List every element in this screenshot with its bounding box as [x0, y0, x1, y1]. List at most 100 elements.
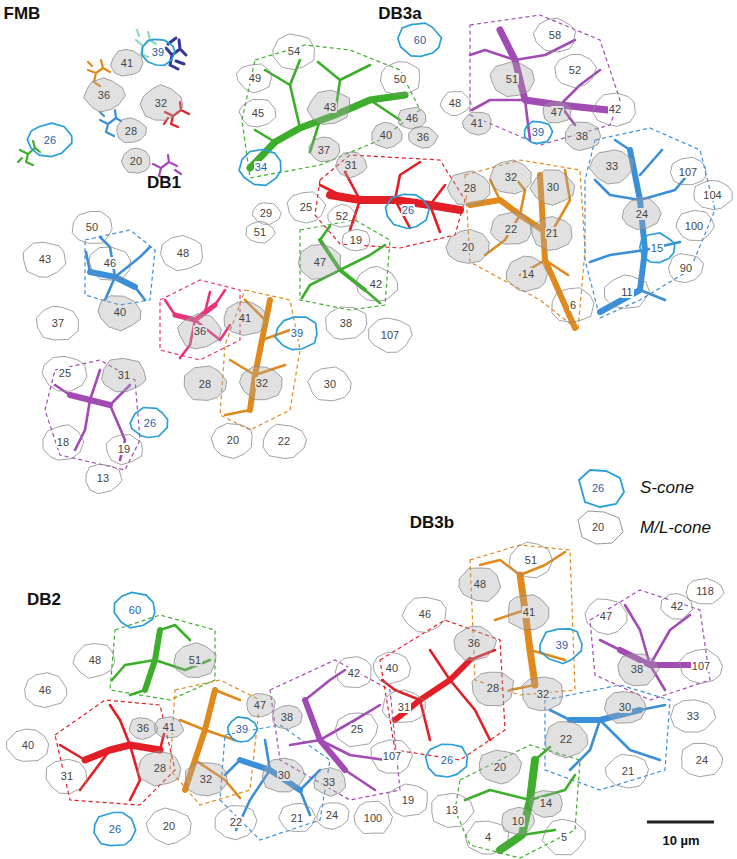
ml-cone-pedicle: 21	[603, 751, 652, 791]
cone-number: 28	[198, 378, 212, 390]
cone-outline-path	[215, 805, 257, 839]
cone-label-box: 6	[569, 299, 577, 311]
scale-bar-label: 10 µm	[662, 833, 699, 849]
cone-outline-path	[676, 211, 714, 241]
cone-outline-path	[43, 424, 84, 459]
cone-number: 46	[405, 112, 419, 124]
cone-label-box: 32	[255, 377, 269, 389]
cone-label-box: 51	[188, 654, 202, 666]
cone-outline-path	[466, 821, 510, 854]
cone-outline-path	[640, 233, 675, 263]
dendritic-field-hull	[455, 745, 580, 858]
cone-number: 47	[599, 610, 613, 622]
cone-number: 21	[621, 765, 635, 777]
cone-number: 38	[575, 130, 589, 142]
cone-label-box: 36	[467, 637, 481, 649]
cone-label-box: 60	[128, 604, 142, 616]
s-cone-pedicle: 26	[422, 740, 471, 780]
dendritic-field-hull	[470, 15, 620, 145]
ml-cone-pedicle: 47	[581, 596, 630, 636]
ml-cone-pedicle: 38	[562, 119, 603, 152]
cone-outline-path	[432, 793, 474, 827]
cone-outline-path	[37, 306, 79, 340]
ml-cone-pedicle: 22	[487, 209, 535, 249]
cone-label-box: 90	[679, 262, 693, 274]
cone-outline-path	[507, 256, 548, 292]
cone-label-box: 31	[397, 701, 411, 713]
cone-number: 34	[254, 161, 268, 173]
cone-number: 48	[176, 247, 190, 259]
ml-cone-pedicle: 32	[137, 83, 185, 123]
cone-label-box: 24	[695, 754, 709, 766]
cone-number: 41	[238, 312, 252, 324]
dendrite-branch	[165, 290, 230, 358]
cone-label-box: 20	[129, 155, 143, 167]
cone-outline-path	[459, 568, 501, 602]
cone-number: 51	[524, 554, 538, 566]
cone-label-box: 38	[630, 663, 644, 675]
ml-cone-pedicle: 30	[259, 755, 308, 795]
cone-number: 26	[143, 417, 157, 429]
ml-cone-pedicle: 32	[181, 759, 230, 799]
cone-label-box: 4	[484, 831, 492, 843]
ml-cone-pedicle: 50	[376, 59, 424, 98]
cone-label-box: 48	[176, 247, 190, 259]
ml-cone-pedicle: 10	[498, 805, 537, 837]
cone-label-box: 33	[605, 160, 619, 172]
cone-outline-path	[161, 235, 203, 270]
cone-number: 25	[58, 367, 72, 379]
s-cone-pedicle: 39	[521, 119, 555, 146]
cone-outline-path	[374, 653, 411, 685]
cone-label-box: 19	[117, 443, 131, 455]
ml-cone-pedicle: 36	[406, 124, 440, 150]
cone-outline-path	[317, 803, 349, 829]
cone-label-box: 52	[335, 210, 349, 222]
cone-number: 40	[113, 306, 127, 318]
cone-outline-path	[140, 85, 183, 121]
cone-label-box: 118	[695, 585, 715, 597]
dendritic-field-hull	[585, 128, 715, 318]
db3b-blue-arbor	[545, 685, 670, 790]
ml-cone-pedicle: 36	[449, 623, 498, 663]
cone-number: 47	[313, 256, 327, 268]
ml-cone-pedicle: 48	[158, 233, 207, 273]
ml-cone-pedicle: 4	[463, 817, 512, 857]
cone-outline-path	[326, 307, 367, 339]
cone-label-box: 60	[413, 34, 427, 46]
cone-outline-path	[530, 170, 575, 205]
cone-outline-path	[142, 39, 175, 65]
cone-number: 32	[154, 97, 168, 109]
ml-cone-pedicle: 20	[118, 146, 154, 175]
cone-label-box: 41	[120, 57, 134, 69]
dendritic-field-hull	[380, 620, 505, 760]
cone-label-box: 107	[382, 750, 402, 762]
dendrite-branch	[600, 605, 690, 690]
cone-outline-path	[585, 599, 627, 635]
cone-outline-path	[42, 356, 87, 391]
cone-number: 50	[393, 73, 407, 85]
cone-number: 26	[108, 823, 122, 835]
cone-label-box: 22	[277, 435, 291, 447]
cone-number: 13	[96, 472, 110, 484]
ml-cone-pedicle: 40	[369, 649, 414, 686]
cone-outline-path	[186, 762, 228, 795]
ml-cone-pedicle: 40	[3, 725, 52, 765]
cone-outline-path	[356, 266, 398, 301]
ml-cone-pedicle: 13	[82, 461, 124, 496]
cone-label-box: 37	[51, 317, 65, 329]
ml-cone-pedicle: 48	[455, 564, 504, 604]
ml-cone-pedicle: 42	[331, 654, 376, 691]
cone-outline-path	[426, 744, 468, 777]
cone-outline-path	[382, 690, 425, 723]
cone-outline-path	[398, 107, 426, 129]
ml-cone-pedicle: 36	[175, 311, 224, 351]
ml-cone-pedicle: 25	[284, 189, 328, 225]
cone-outline-path	[228, 716, 258, 741]
cone-label-box: 13	[96, 472, 110, 484]
cone-number: 31	[117, 369, 131, 381]
cone-number: 28	[463, 182, 477, 194]
legend-s-cone-sample	[579, 470, 624, 507]
cone-outline-path	[472, 672, 513, 706]
cone-number: 39	[555, 639, 569, 651]
db1-blue-arbor	[85, 230, 155, 305]
